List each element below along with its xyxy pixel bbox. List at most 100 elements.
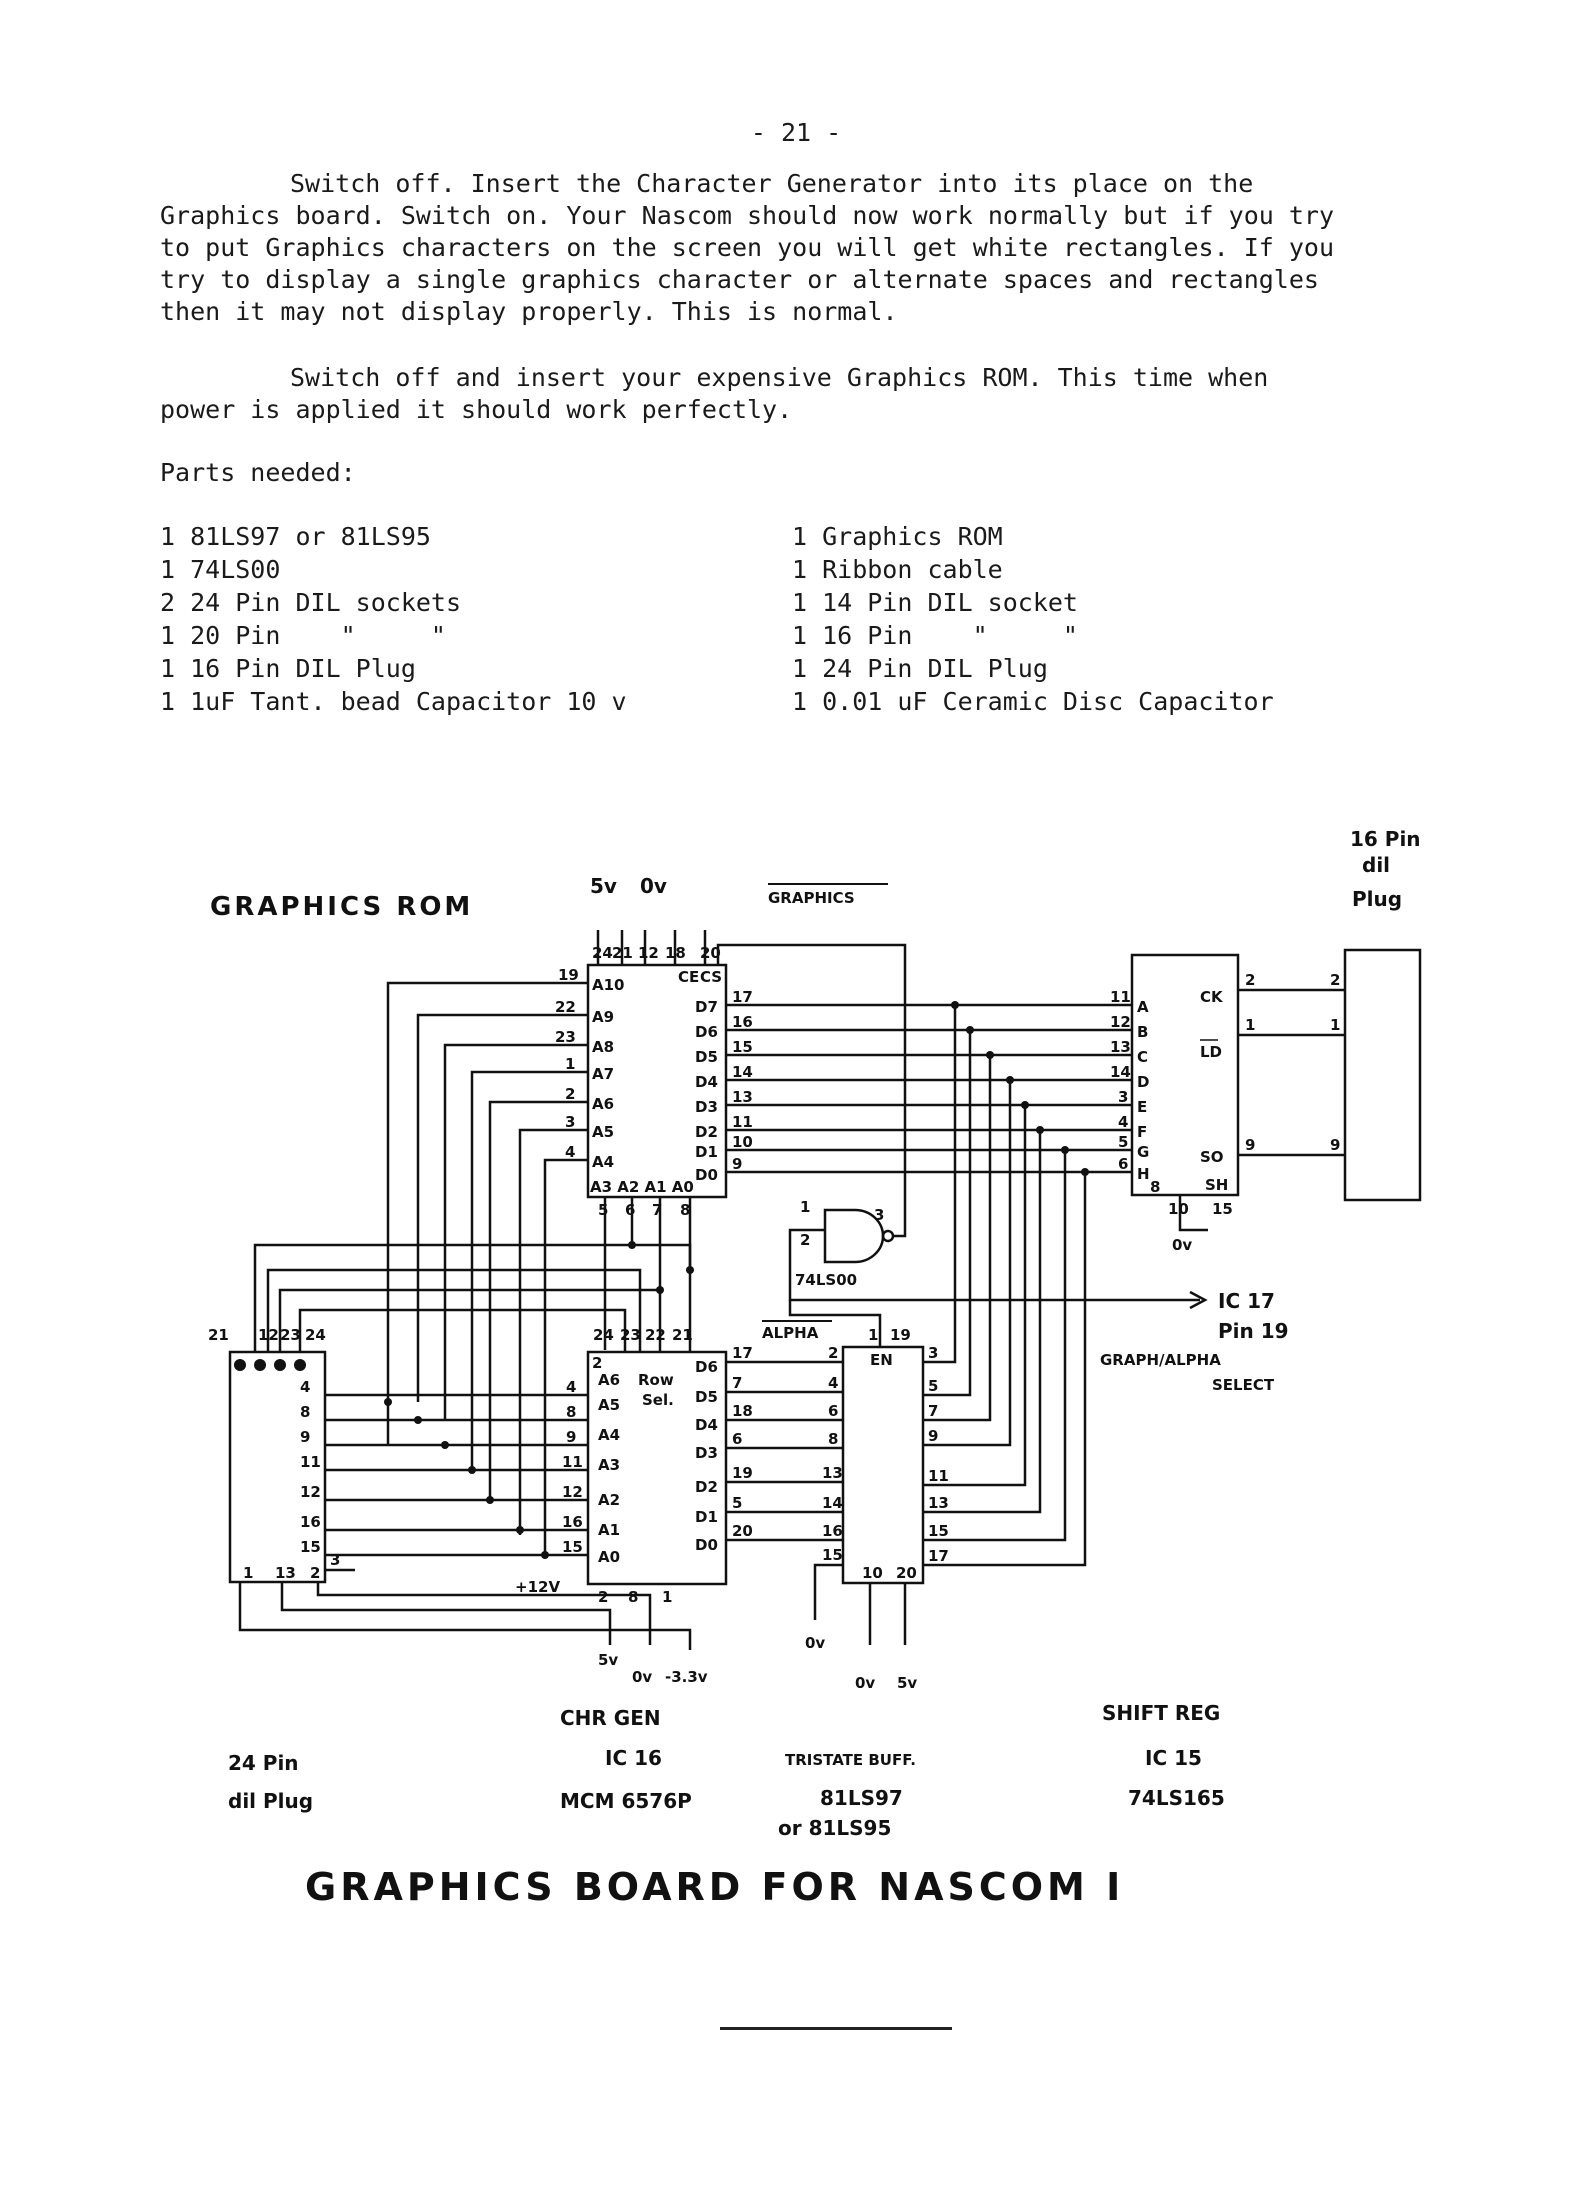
pin-number: 1 xyxy=(868,1326,878,1344)
pin-number: 1 xyxy=(800,1198,810,1216)
chrgen-pin: A4 xyxy=(598,1426,620,1444)
rom-pin: D2 xyxy=(695,1123,718,1141)
parts-list-left: 1 81LS97 or 81LS95 1 74LS00 2 24 Pin DIL… xyxy=(160,520,627,718)
pin-number: 4 xyxy=(565,1143,575,1161)
pin-number: 2 xyxy=(598,1588,608,1606)
pin-number: 8 xyxy=(566,1403,576,1421)
pin-number: 9 xyxy=(300,1428,310,1446)
plug16-body xyxy=(1343,948,1422,1202)
rom-pin: D1 xyxy=(695,1143,718,1161)
pin-number: 8 xyxy=(628,1588,638,1606)
shift-reg-chip xyxy=(1130,953,1240,1197)
pin-number: 21 xyxy=(612,944,633,962)
pin-number: 9 xyxy=(732,1155,742,1173)
paragraph-1: Switch off. Insert the Character Generat… xyxy=(160,168,1435,328)
pin-number: 1 xyxy=(1245,1016,1255,1034)
select-label: SELECT xyxy=(1212,1376,1275,1394)
pin-number: 8 xyxy=(828,1430,838,1448)
plug24-caption: dil Plug xyxy=(228,1789,313,1813)
part-item: 1 14 Pin DIL socket xyxy=(792,588,1078,617)
pin-number: 12 xyxy=(300,1483,321,1501)
chrgen-pin: A1 xyxy=(598,1521,620,1539)
ls97-label: 81LS97 xyxy=(820,1786,903,1810)
para2-line: power is applied it should work perfectl… xyxy=(160,395,793,424)
pin-number: 8 xyxy=(300,1403,310,1421)
plug24-caption: 24 Pin xyxy=(228,1751,299,1775)
shift-pin: B xyxy=(1137,1023,1148,1041)
pin-number: 21 xyxy=(208,1326,229,1344)
pin-number: 21 xyxy=(672,1326,693,1344)
part-item: 1 16 Pin " " xyxy=(792,621,1078,650)
chrgen-pin: D0 xyxy=(695,1536,718,1554)
chrgen-pin: A5 xyxy=(598,1396,620,1414)
row-sel-label: Sel. xyxy=(642,1391,674,1409)
pin-number: 17 xyxy=(732,988,753,1006)
pin-number: 5 xyxy=(598,1201,608,1219)
part-item: 1 Ribbon cable xyxy=(792,555,1003,584)
shift-pin: H xyxy=(1137,1165,1150,1183)
chrgen-pin: D4 xyxy=(695,1416,718,1434)
pin-number: 24 xyxy=(592,944,613,962)
buffer-en-label: EN xyxy=(870,1351,893,1369)
pin-number: 2 xyxy=(1330,971,1340,989)
pin-number: 17 xyxy=(732,1344,753,1362)
page-number: - 21 - xyxy=(750,118,842,147)
pin-number: 13 xyxy=(275,1564,296,1582)
ic16-label: IC 16 xyxy=(605,1746,662,1770)
pin-number: 11 xyxy=(562,1453,583,1471)
shift-pin: E xyxy=(1137,1098,1147,1116)
rom-pin: A6 xyxy=(592,1095,614,1113)
chrgen-pin: D1 xyxy=(695,1508,718,1526)
plus-12v-label: +12V xyxy=(515,1578,560,1596)
power-label: -3.3v xyxy=(665,1668,708,1686)
pin-number: 20 xyxy=(896,1564,917,1582)
pin-number: 7 xyxy=(652,1201,662,1219)
pin-number: 12 xyxy=(258,1326,279,1344)
ic17-pin: Pin 19 xyxy=(1218,1319,1289,1343)
rom-pin: D3 xyxy=(695,1098,718,1116)
pin-number: 10 xyxy=(732,1133,753,1151)
pin-number: 15 xyxy=(928,1522,949,1540)
rom-pin: A9 xyxy=(592,1008,614,1026)
pin-number: 3 xyxy=(928,1344,938,1362)
part-item: 1 16 Pin DIL Plug xyxy=(160,654,416,683)
rom-pin: D0 xyxy=(695,1166,718,1184)
pin-number: 1 xyxy=(1330,1016,1340,1034)
pin-number: 23 xyxy=(280,1326,301,1344)
divider-rule xyxy=(720,2027,952,2030)
para2-line: Switch off and insert your expensive Gra… xyxy=(290,363,1269,392)
pin-number: 12 xyxy=(562,1483,583,1501)
pin-number: 13 xyxy=(822,1464,843,1482)
shift-pin: CK xyxy=(1200,988,1224,1006)
pin-number: 9 xyxy=(1330,1136,1340,1154)
chrgen-pin: D2 xyxy=(695,1478,718,1496)
para1-line: Switch off. Insert the Character Generat… xyxy=(290,169,1254,198)
part-item: 2 24 Pin DIL sockets xyxy=(160,588,462,617)
power-label: 5v xyxy=(897,1674,917,1692)
rom-pin: A4 xyxy=(592,1153,614,1171)
pin-number: 5 xyxy=(1118,1133,1128,1151)
shift-pin: A xyxy=(1137,998,1149,1016)
part-item: 1 Graphics ROM xyxy=(792,522,1003,551)
pin-number: 16 xyxy=(300,1513,321,1531)
pin-number: 11 xyxy=(928,1467,949,1485)
power-0v: 0v xyxy=(640,874,667,898)
pin-number: 15 xyxy=(822,1546,843,1564)
gate-label: 74LS00 xyxy=(795,1271,857,1289)
pin-number: 14 xyxy=(822,1494,843,1512)
pin-number: 1 xyxy=(243,1564,253,1582)
part-item: 1 81LS97 or 81LS95 xyxy=(160,522,431,551)
chrgen-pin: A2 xyxy=(598,1491,620,1509)
pin-number: 11 xyxy=(732,1113,753,1131)
chrgen-pin: D3 xyxy=(695,1444,718,1462)
shift-pin: D xyxy=(1137,1073,1149,1091)
pin-number: 4 xyxy=(828,1374,838,1392)
power-label: 0v xyxy=(632,1668,652,1686)
tristate-label: TRISTATE BUFF. xyxy=(785,1751,916,1769)
pin-number: 15 xyxy=(562,1538,583,1556)
pin-number: 15 xyxy=(300,1538,321,1556)
pin-number: 4 xyxy=(1118,1113,1128,1131)
power-5v: 5v xyxy=(590,874,617,898)
rom-pin: D4 xyxy=(695,1073,718,1091)
